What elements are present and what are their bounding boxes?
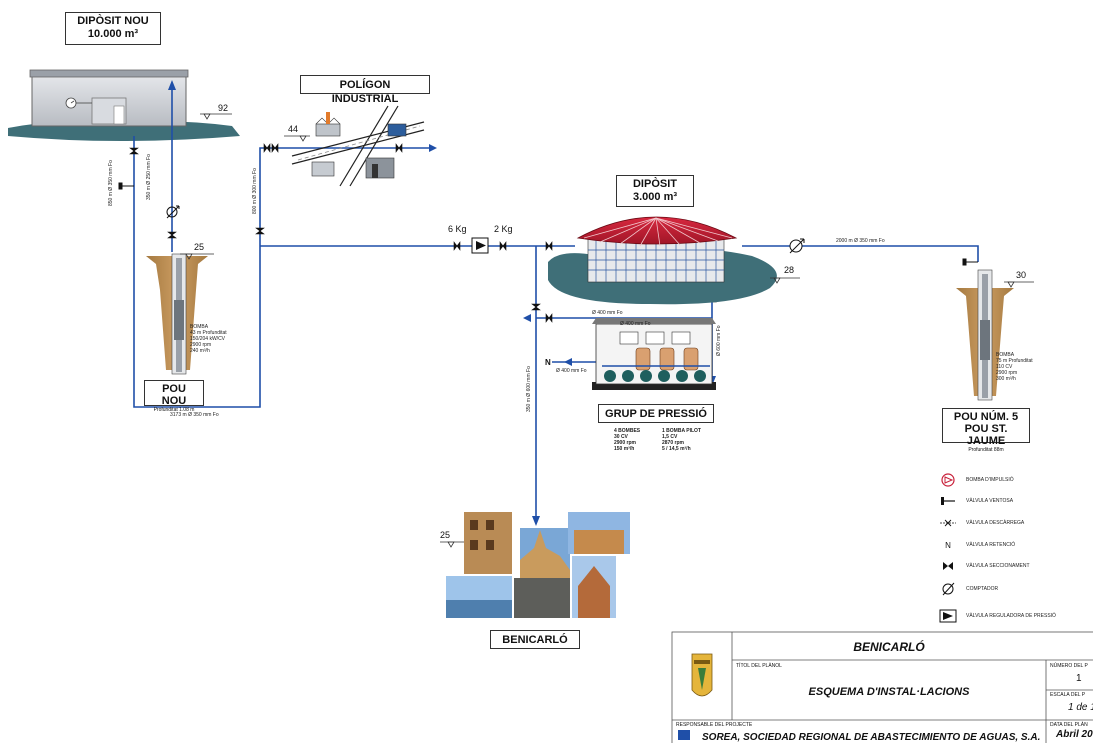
- air-valves: [118, 182, 978, 266]
- level-92: 92: [218, 103, 229, 113]
- pipe-label-right-main: 2000 m Ø 350 mm Fo: [836, 238, 885, 244]
- diposit-label: DIPÒSIT 3.000 m³: [616, 175, 694, 207]
- sorea-logo-icon: [678, 730, 690, 740]
- level-25-pou-nou: 25: [194, 242, 205, 252]
- legend-row-drain-valve: VÀLVULA DESCÀRREGA: [938, 516, 1024, 530]
- pou-5-label: POU NÚM. 5 POU ST. JAUME Profunditat 88m: [942, 408, 1030, 453]
- level-28: 28: [784, 265, 795, 275]
- legend-label: VÀLVULA DESCÀRREGA: [966, 520, 1025, 526]
- pipe-label-main-bottom: 3173 m Ø 350 mm Fo: [170, 412, 219, 418]
- title-number-label: NÚMERO DEL P: [1050, 663, 1088, 669]
- pump-icon: [938, 473, 958, 487]
- poligon-industrial-label: POLÍGON INDUSTRIAL: [300, 75, 430, 105]
- diposit-dome-tank: [548, 216, 777, 305]
- pipe-label-g400a: Ø 400 mm Fo: [620, 321, 651, 327]
- meter-icon: [938, 582, 958, 596]
- pressure-valve-icon: [938, 609, 958, 623]
- legend-label: VÀLVULA RETENCIÓ: [966, 542, 1016, 548]
- level-marker-44: [284, 135, 310, 142]
- pipe-label-g400c: Ø 400 mm Fo: [592, 310, 623, 316]
- title-project: BENICARLÓ: [853, 640, 925, 654]
- title-scale-label: ESCALA DEL P: [1050, 692, 1086, 698]
- pressure-regulating-valve: [471, 237, 489, 254]
- level-marker-92: [200, 113, 232, 120]
- diposit-nou-label: DIPÒSIT NOU 10.000 m³: [65, 12, 161, 45]
- poligon-industrial-illustration: [291, 105, 425, 187]
- gate-valves: [129, 143, 717, 323]
- level-30: 30: [1016, 270, 1027, 280]
- svg-text:N: N: [545, 358, 551, 367]
- pipe-label-left-up: 350 m Ø 250 mm Fo: [146, 154, 152, 200]
- benicarlo-photo-collage: [446, 512, 630, 618]
- grup-pressio-label: GRUP DE PRESSIÓ: [598, 404, 714, 423]
- legend-row-pump: BOMBA D'IMPULSIÓ: [938, 473, 1014, 487]
- pipe-label-g400b: Ø 400 mm Fo: [556, 368, 587, 374]
- benicarlo-crest-icon: [691, 653, 713, 697]
- level-marker-30: [1004, 281, 1034, 288]
- legend-row-gate-valve: VÀLVULA SECCIONAMENT: [938, 559, 1030, 573]
- pipe-network: [133, 86, 979, 520]
- flow-meters: [166, 205, 805, 254]
- title-responsible-label: RESPONSABLE DEL PROJECTE: [676, 722, 753, 728]
- title-date-label: DATA DEL PLÀN: [1050, 722, 1088, 728]
- pipe-label-benicarlo: 350 m Ø 600 mm Fo: [526, 366, 532, 412]
- air-valve-icon: [938, 494, 958, 508]
- pressure-2kg: 2 Kg: [494, 224, 513, 234]
- pou-nou-well: [146, 253, 208, 375]
- pipe-label-pol-branch: 800 m Ø 300 mm Fo: [252, 168, 258, 214]
- pou-5-well: [956, 269, 1014, 401]
- title-date-value: Abril 20: [1056, 729, 1093, 740]
- pipe-label-left-down: 850 m Ø 350 mm Fo: [108, 160, 114, 206]
- gate-valve-icon: [938, 559, 958, 573]
- diposit-nou-tank: [8, 69, 240, 141]
- drain-valve-icon: [938, 516, 958, 530]
- check-valve-n: N: [545, 358, 551, 367]
- pipe-label-g600: Ø 600 mm Fo: [716, 325, 722, 356]
- level-marker-25-benicarlo: [440, 541, 464, 548]
- level-marker-25-pou-nou: [180, 253, 214, 260]
- title-company: SOREA, SOCIEDAD REGIONAL DE ABASTECIMIEN…: [702, 732, 1041, 743]
- legend-label: BOMBA D'IMPULSIÓ: [966, 477, 1014, 483]
- legend-label: VÀLVULA VENTOSA: [966, 498, 1014, 504]
- legend-label: COMPTADOR: [966, 586, 999, 592]
- legend-label: VÀLVULA REGULADORA DE PRESSIÓ: [966, 613, 1056, 619]
- legend-label: VÀLVULA SECCIONAMENT: [966, 563, 1030, 569]
- legend-row-check-valve: N VÀLVULA RETENCIÓ: [938, 538, 1015, 552]
- grup-pressio-building: [592, 318, 716, 390]
- title-number-value: 1: [1076, 673, 1082, 684]
- pressure-6kg: 6 Kg: [448, 224, 467, 234]
- legend-row-pressure-valve: VÀLVULA REGULADORA DE PRESSIÓ: [938, 609, 1056, 623]
- legend-row-air-valve: VÀLVULA VENTOSA: [938, 494, 1013, 508]
- level-marker-28: [770, 277, 800, 284]
- title-scale-value: 1 de 1: [1068, 702, 1093, 713]
- level-25-benicarlo: 25: [440, 530, 451, 540]
- legend-row-meter: COMPTADOR: [938, 582, 998, 596]
- title-plan-label: TÍTOL DEL PLÀNOL: [736, 663, 782, 669]
- pou-nou-label: POU NOU Profunditat 1.08 m: [144, 380, 204, 413]
- title-plan-title: ESQUEMA D'INSTAL·LACIONS: [808, 686, 970, 698]
- check-valve-icon: N: [945, 540, 951, 550]
- level-44: 44: [288, 124, 299, 134]
- benicarlo-label: BENICARLÓ: [490, 630, 580, 649]
